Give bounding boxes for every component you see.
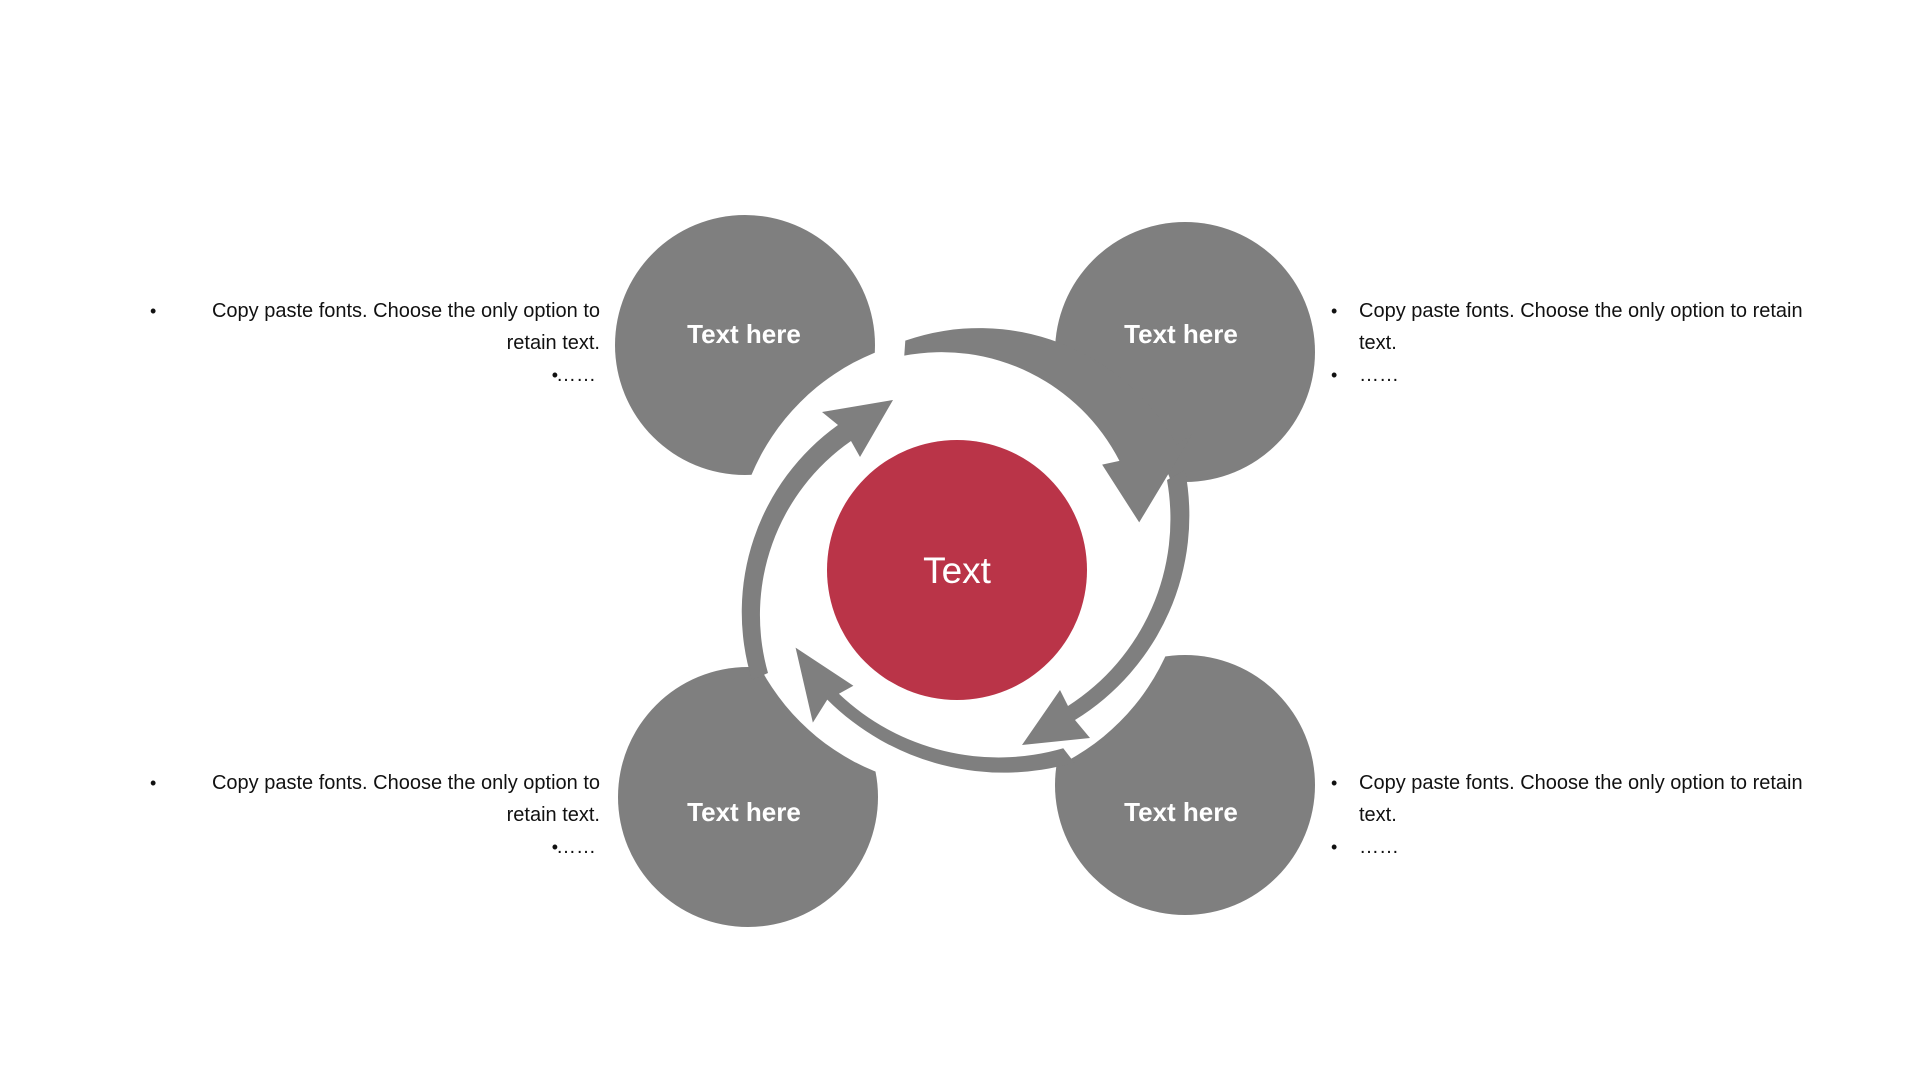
node-label-bottom-left: Text here [687, 797, 801, 827]
bullet-text: Copy paste fonts. Choose the only option… [211, 772, 600, 826]
bullet-text: …… [556, 364, 596, 386]
bullet-item: Copy paste fonts. Choose the only option… [1331, 295, 1821, 359]
bullet-text: Copy paste fonts. Choose the only option… [1359, 772, 1803, 826]
bullet-item: …… [1331, 359, 1821, 391]
cycle-arrow-outer-arc [904, 328, 1193, 523]
center-label: Text [923, 550, 992, 591]
bullet-list: Copy paste fonts. Choose the only option… [150, 295, 600, 391]
cycle-arrow-bottom-arc [795, 647, 1075, 773]
bullet-text: …… [1359, 364, 1399, 386]
node-label-top-right: Text here [1124, 319, 1238, 349]
node-label-top-left: Text here [687, 319, 801, 349]
bullet-item: …… [150, 359, 600, 391]
bullet-text: …… [1359, 836, 1399, 858]
bullet-list: Copy paste fonts. Choose the only option… [1331, 767, 1821, 863]
bullet-text: Copy paste fonts. Choose the only option… [211, 300, 600, 354]
bullet-list: Copy paste fonts. Choose the only option… [1331, 295, 1821, 391]
cycle-arrow-right-arc [1022, 470, 1190, 745]
bullet-text: Copy paste fonts. Choose the only option… [1359, 300, 1803, 354]
bullet-item: Copy paste fonts. Choose the only option… [1331, 767, 1821, 831]
bullet-item: …… [1331, 831, 1821, 863]
text-block-bottom-right: Copy paste fonts. Choose the only option… [1331, 767, 1821, 863]
bullet-list: Copy paste fonts. Choose the only option… [150, 767, 600, 863]
text-block-top-right: Copy paste fonts. Choose the only option… [1331, 295, 1821, 391]
bullet-item: Copy paste fonts. Choose the only option… [150, 295, 600, 359]
node-label-bottom-right: Text here [1124, 797, 1238, 827]
center-circle[interactable] [827, 440, 1087, 700]
text-block-top-left: Copy paste fonts. Choose the only option… [150, 295, 600, 391]
bullet-item: …… [150, 831, 600, 863]
cycle-arrow-left-arc [741, 400, 893, 680]
bullet-item: Copy paste fonts. Choose the only option… [150, 767, 600, 831]
text-block-bottom-left: Copy paste fonts. Choose the only option… [150, 767, 600, 863]
bullet-text: …… [556, 836, 596, 858]
